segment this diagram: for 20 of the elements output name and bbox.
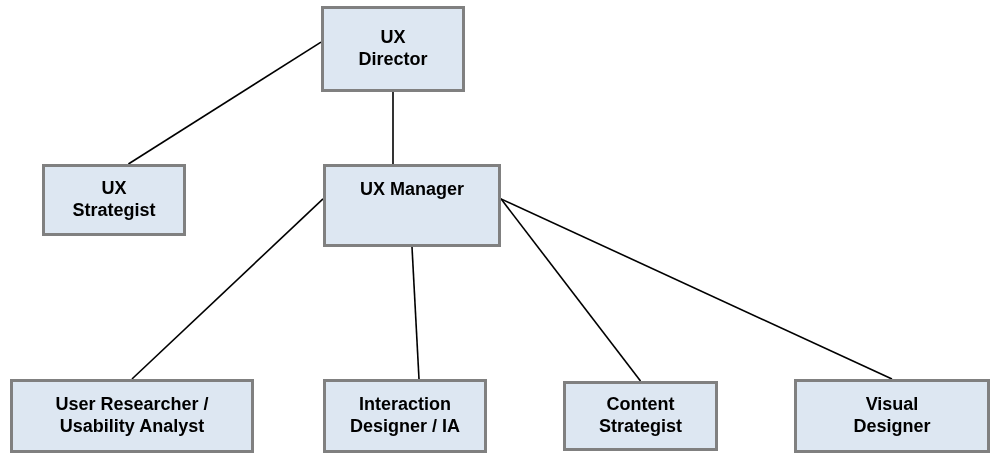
role-title: UX Strategist bbox=[71, 178, 157, 222]
connector-line bbox=[411, 246, 420, 380]
connector-line bbox=[127, 41, 322, 165]
role-box bbox=[323, 379, 487, 453]
connector-line bbox=[392, 91, 394, 165]
role-box bbox=[794, 379, 990, 453]
role-title: User Researcher / Usability Analyst bbox=[54, 394, 210, 438]
role-title: Content Strategist bbox=[598, 394, 683, 438]
role-title: UX Director bbox=[357, 27, 429, 71]
role-box bbox=[10, 379, 254, 453]
role-box bbox=[563, 381, 718, 451]
connector-line bbox=[131, 198, 324, 380]
connector-line bbox=[500, 198, 893, 380]
role-title: UX Manager bbox=[360, 179, 464, 201]
role-title: Interaction Designer / IA bbox=[349, 394, 461, 438]
role-box bbox=[321, 6, 465, 92]
role-box bbox=[42, 164, 186, 236]
connector-line bbox=[500, 198, 642, 382]
role-title: Visual Designer bbox=[852, 394, 932, 438]
role-box bbox=[323, 164, 501, 247]
